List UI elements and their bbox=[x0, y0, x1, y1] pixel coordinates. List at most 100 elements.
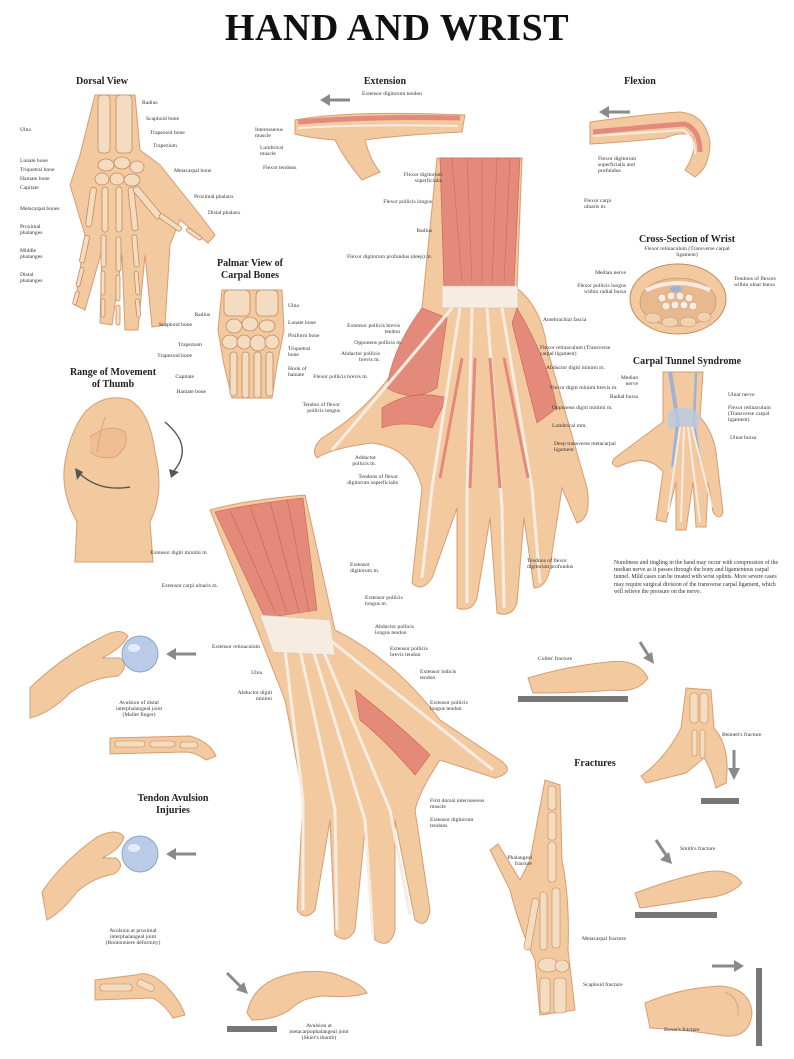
label-palmar-deep-ligament: Deep transverse metacarpal ligament bbox=[554, 441, 616, 454]
label-palmar-fdmb: Flexor digiti minimi brevis m. bbox=[550, 385, 618, 391]
flexion-illustration bbox=[589, 106, 711, 178]
label-radius: Radius bbox=[142, 100, 158, 106]
label-carpal-capitate: Capitate bbox=[175, 374, 194, 380]
label-fracture-bennett: Bennett's fracture bbox=[722, 732, 762, 738]
label-avulsion-mallet: Avulsion of distal interphalangeal joint… bbox=[115, 700, 163, 719]
heading-tendon-avulsion: Tendon Avulsion Injuries bbox=[118, 793, 228, 816]
label-palmar-fds: Flexor digitorum superficialis bbox=[403, 172, 442, 185]
label-carpal-hamate: Hamate bone bbox=[176, 389, 206, 395]
label-palmar-tendons-fdp: Tendons of flexor digitorum profundus bbox=[527, 558, 574, 571]
mallet-finger-detail-illustration bbox=[109, 735, 217, 761]
label-palmar-opponens: Opponens pollicis m. bbox=[354, 340, 402, 346]
label-palmar-lumbrical: Lumbrical mm. bbox=[552, 423, 587, 429]
label-tunnel-median: Median nerve bbox=[620, 375, 638, 388]
label-dm-eplt: Extensor pollicis longus tendon bbox=[430, 700, 468, 713]
mallet-finger-illustration bbox=[29, 631, 196, 719]
label-palmar-radius: Radius bbox=[416, 228, 432, 234]
heading-flexion: Flexion bbox=[624, 76, 656, 87]
heading-tendon-line1: Tendon Avulsion bbox=[137, 793, 209, 804]
label-avulsion-skier: Avulsion at metacarpophalangeal joint (S… bbox=[289, 1023, 349, 1042]
heading-carpal-tunnel: Carpal Tunnel Syndrome bbox=[632, 356, 742, 367]
label-fracture-smith: Smith's fracture bbox=[680, 846, 716, 852]
heading-palmar-carpal-line1: Palmar View of bbox=[217, 258, 283, 269]
label-cross-median: Median nerve bbox=[595, 270, 626, 276]
label-avulsion-boutonniere: Avulsion at proximal interphalangeal joi… bbox=[105, 928, 161, 947]
label-flexor-tendons: Flexor tendons bbox=[263, 165, 297, 171]
label-carpal-ulna: Ulna bbox=[288, 303, 299, 309]
label-trapezoid: Trapezoid bone bbox=[150, 130, 185, 136]
label-carpal-hook-hamate: Hook of hamate bbox=[288, 366, 307, 379]
label-lunate: Lunate bone bbox=[20, 158, 48, 164]
label-lumbrical: Lumbrical muscle bbox=[260, 145, 284, 158]
label-flexor-dig: Flexor digitorum superficialis and profu… bbox=[598, 156, 637, 175]
label-metacarpal-bone: Metacarpal bone bbox=[174, 168, 212, 174]
label-ulna: Ulna bbox=[20, 127, 31, 133]
label-carpal-pisiform: Pisiform bone bbox=[288, 333, 320, 339]
label-tunnel-ulnar-bursa: Ulnar bursa bbox=[730, 435, 757, 441]
label-carpal-lunate: Lunate bone bbox=[288, 320, 316, 326]
label-dm-adm: Abductor digiti minimi bbox=[237, 690, 272, 703]
label-dm-ext-ret: Extensor retinaculum bbox=[212, 644, 260, 650]
label-palmar-fpb: Flexor pollicis brevis m. bbox=[313, 374, 368, 380]
label-palmar-odm: Opponens digiti minimi m. bbox=[552, 405, 613, 411]
dorsal-hand-muscles-illustration bbox=[209, 494, 508, 944]
smith-fracture-illustration bbox=[634, 839, 743, 918]
label-fracture-scaphoid: Scaphoid fracture bbox=[583, 982, 623, 988]
label-scaphoid: Scaphoid bone bbox=[146, 116, 180, 122]
label-ext-dig-tendon: Extensor digitorum tendon bbox=[362, 91, 422, 97]
label-dm-ecu: Extensor carpi ulnaris m. bbox=[161, 583, 218, 589]
label-hamate: Hamate bone bbox=[20, 176, 50, 182]
arrow-down-right-icon bbox=[225, 971, 248, 994]
heading-fractures: Fractures bbox=[574, 758, 616, 769]
label-palmar-tendons-fds: Tendons of flexor digitorum superficiali… bbox=[347, 474, 398, 487]
label-palmar-apb: Abductor pollicis brevis m. bbox=[341, 351, 380, 364]
label-dm-ed: Extensor digitorum m. bbox=[350, 562, 380, 575]
page-title: HAND AND WRIST bbox=[224, 7, 570, 49]
label-tunnel-flexor-ret: Flexor retinaculum (Transverse carpal li… bbox=[728, 405, 771, 424]
label-carpal-radius: Radius bbox=[194, 312, 210, 318]
label-palmar-fdp: Flexor digitorum profundus (deep) m. bbox=[347, 254, 432, 260]
label-distal-phalanges: Distal phalanges bbox=[20, 272, 43, 285]
label-dm-fdi: First dorsal interosseous muscle bbox=[430, 798, 485, 811]
carpal-bones-illustration bbox=[217, 289, 285, 399]
label-carpal-scaphoid: Scaphoid bone bbox=[158, 322, 192, 328]
label-distal-phalanx: Distal phalanx bbox=[208, 210, 241, 216]
label-proximal-phalanges: Proximal phalanges bbox=[20, 224, 43, 237]
arrow-left-icon bbox=[320, 94, 350, 106]
heading-range-of-movement: Range of Movement of Thumb bbox=[58, 367, 168, 390]
label-middle-phalanges: Middle phalanges bbox=[20, 248, 43, 261]
colles-fracture-illustration bbox=[518, 641, 654, 702]
boutonniere-detail-illustration bbox=[94, 973, 186, 1019]
label-triquetral: Triquetral bone bbox=[20, 167, 55, 173]
label-proximal-phalanx: Proximal phalanx bbox=[194, 194, 234, 200]
bennett-fracture-illustration bbox=[640, 687, 740, 804]
carpal-tunnel-description: Numbness and tingling in the hand may oc… bbox=[614, 560, 779, 595]
label-carpal-triquetral: Triquetral bone bbox=[288, 346, 311, 359]
label-trapezium: Trapezium bbox=[153, 143, 178, 149]
label-palmar-adm: Abductor digiti minimi m. bbox=[546, 365, 606, 371]
label-palmar-fcu: Flexor carpi ulnaris m. bbox=[584, 198, 612, 211]
label-dm-epb-tendon: Extensor pollicis brevis tendon bbox=[390, 646, 428, 659]
label-fracture-boxer: Boxer's fracture bbox=[664, 1027, 700, 1033]
label-tunnel-ulnar-nerve: Ulnar nerve bbox=[728, 392, 755, 398]
label-dm-apl-tendon: Abductor pollicis longus tendon bbox=[375, 624, 414, 637]
wrist-cross-section-illustration bbox=[629, 263, 727, 335]
arrow-right-icon bbox=[712, 960, 744, 972]
heading-extension: Extension bbox=[363, 76, 407, 87]
heading-range-line1: Range of Movement bbox=[69, 367, 157, 378]
label-capitate: Capitate bbox=[20, 185, 39, 191]
heading-tendon-line2: Injuries bbox=[156, 804, 190, 816]
arrow-down-icon bbox=[728, 750, 740, 780]
label-palmar-tendon-fpl: Tendon of flexor pollicis longus bbox=[302, 402, 340, 415]
label-dm-edt: Extensor digitorum tendons bbox=[430, 817, 474, 830]
boutonniere-illustration bbox=[41, 831, 196, 921]
label-fracture-colles: Colles' fracture bbox=[538, 656, 573, 662]
label-interosseous: Interosseous muscle bbox=[255, 127, 283, 140]
label-palmar-flexor-ret: Flexor retinaculum (Transverse carpal li… bbox=[540, 345, 611, 358]
label-palmar-adductor: Adductor pollicis m. bbox=[352, 455, 376, 468]
arrow-left-icon bbox=[166, 648, 196, 660]
palmar-hand-muscles-illustration bbox=[313, 157, 589, 615]
arrow-left-icon bbox=[166, 848, 196, 860]
skiers-thumb-illustration bbox=[225, 970, 368, 1032]
label-cross-fpl: Flexor pollicis longus within radial bur… bbox=[577, 283, 626, 296]
